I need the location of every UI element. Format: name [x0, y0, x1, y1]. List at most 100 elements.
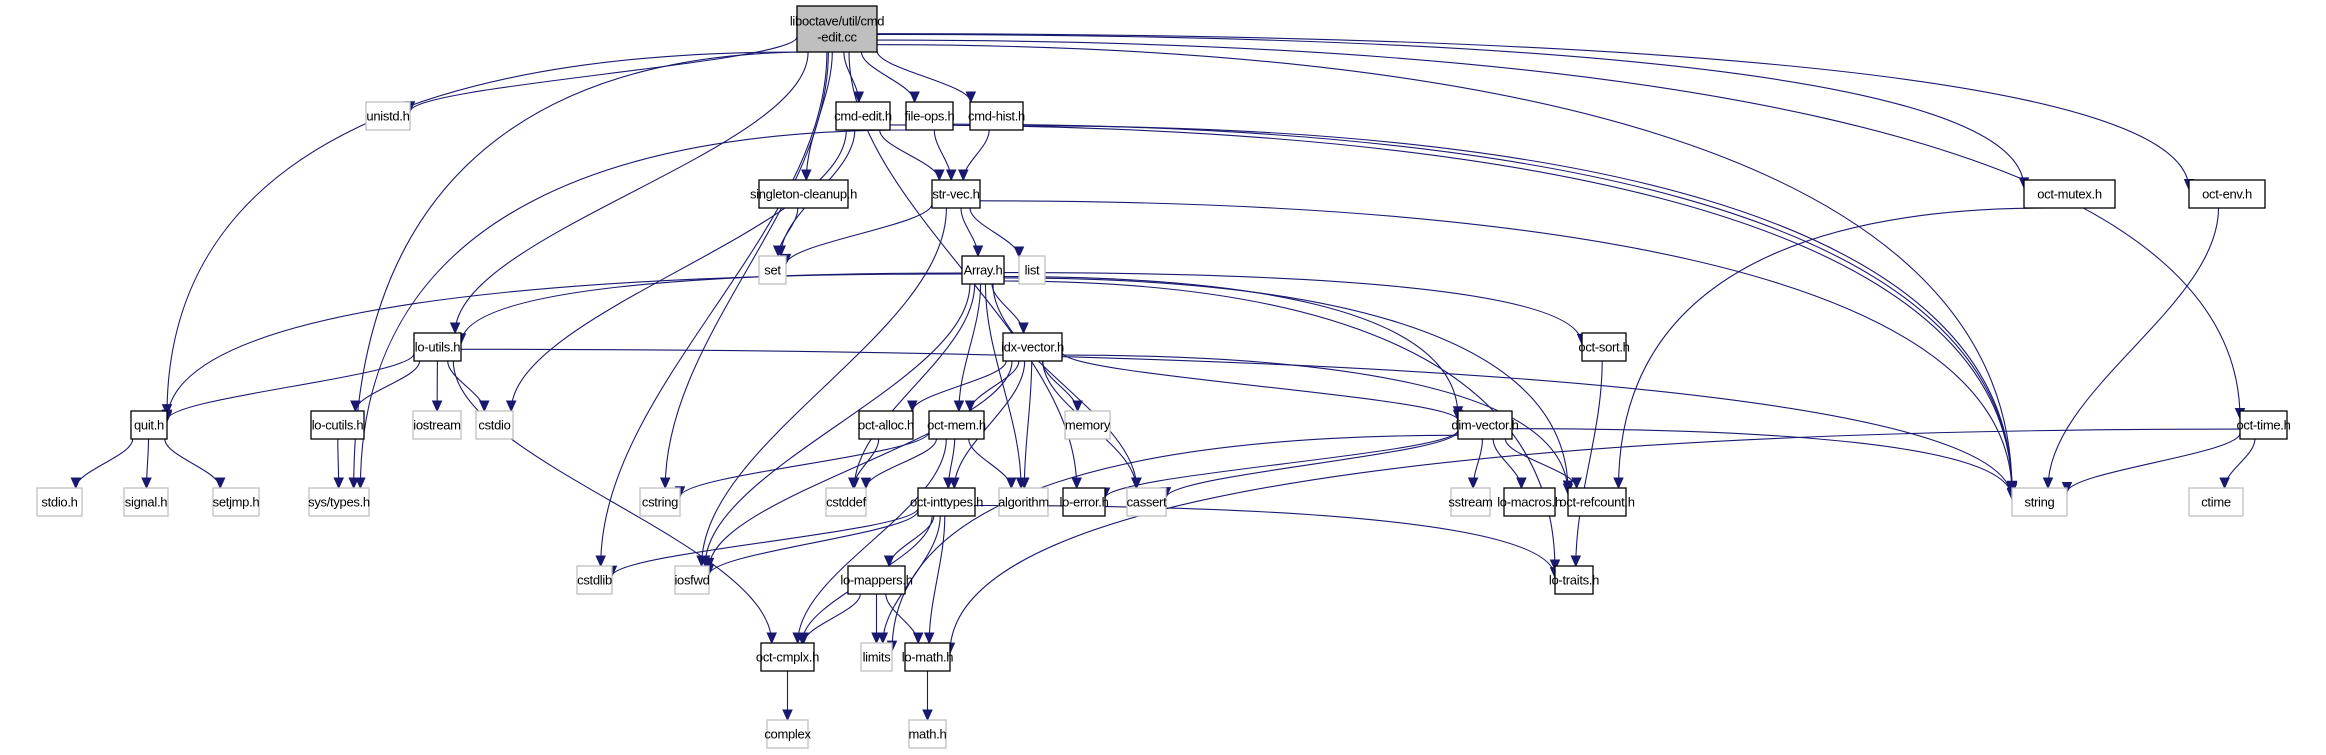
- edge-line: [876, 33, 2190, 190]
- node-quit[interactable]: quit.h: [130, 410, 168, 440]
- node-label: lo-traits.h: [1549, 573, 1599, 588]
- node-box[interactable]: [1002, 332, 1063, 362]
- arrowhead-icon: [945, 169, 957, 182]
- node-cmdedith[interactable]: cmd-edit.h: [834, 101, 892, 131]
- node-box[interactable]: [760, 642, 815, 672]
- node-label: oct-inttypes.h: [910, 495, 983, 510]
- node-box[interactable]: [2239, 410, 2288, 440]
- node-octalloc[interactable]: oct-alloc.h: [858, 410, 914, 440]
- node-strvec[interactable]: str-vec.h: [931, 179, 981, 209]
- edge-octmem-to-octcmplx: [792, 438, 947, 645]
- node-lomappers[interactable]: lo-mappers.h: [840, 565, 913, 595]
- node-box[interactable]: [931, 179, 981, 209]
- node-box: [1450, 487, 1491, 517]
- node-box[interactable]: [905, 101, 954, 131]
- node-label: -edit.cc: [817, 30, 857, 45]
- arrowhead-icon: [333, 477, 344, 490]
- node-label: memory: [1065, 418, 1111, 433]
- edge-line: [928, 515, 946, 644]
- node-box[interactable]: [413, 332, 462, 362]
- node-box[interactable]: [130, 410, 168, 440]
- node-box[interactable]: [1581, 332, 1627, 362]
- edge-line: [454, 51, 809, 334]
- edge-root-to-octenv: [876, 33, 2195, 191]
- edge-line: [164, 438, 221, 489]
- edge-loutils-to-octcmplx: [452, 360, 777, 645]
- edge-array-to-idxvector: [991, 283, 1029, 335]
- node-cmdhist[interactable]: cmd-hist.h: [968, 101, 1025, 131]
- node-label: set: [764, 263, 781, 278]
- node-box[interactable]: [858, 410, 914, 440]
- node-dimvector[interactable]: dim-vector.h: [1451, 410, 1519, 440]
- node-label: idx-vector.h: [1001, 340, 1064, 355]
- node-lotraits[interactable]: lo-traits.h: [1549, 565, 1599, 595]
- node-algorithm: algorithm: [998, 487, 1049, 517]
- node-label: oct-sort.h: [1578, 340, 1629, 355]
- node-octmutex[interactable]: oct-mutex.h: [2023, 179, 2116, 209]
- edge-loutils-to-cstdio: [447, 360, 490, 413]
- node-octinttypes[interactable]: oct-inttypes.h: [910, 487, 983, 517]
- node-octenv[interactable]: oct-env.h: [2188, 179, 2266, 209]
- arrowhead-icon: [1571, 477, 1582, 490]
- node-box[interactable]: [1457, 410, 1513, 440]
- node-sstream: sstream: [1448, 487, 1493, 517]
- arrowhead-icon: [922, 709, 933, 722]
- node-label: lo-error.h: [1059, 495, 1108, 510]
- node-octrefcount[interactable]: oct-refcount.h: [1559, 487, 1635, 517]
- node-box[interactable]: [1554, 565, 1594, 595]
- node-box[interactable]: [969, 101, 1024, 131]
- node-box[interactable]: [2188, 179, 2266, 209]
- edge-line: [853, 283, 976, 489]
- node-box[interactable]: [1503, 487, 1556, 517]
- edge-line: [1003, 272, 1583, 345]
- node-box[interactable]: [2023, 179, 2116, 209]
- node-box[interactable]: [1062, 487, 1106, 517]
- node-loerror[interactable]: lo-error.h: [1059, 487, 1109, 517]
- edge-line: [952, 123, 2013, 493]
- edge-line: [611, 508, 919, 577]
- node-octcmplx[interactable]: oct-cmplx.h: [756, 642, 819, 672]
- node-locutils[interactable]: lo-cutils.h: [310, 410, 365, 440]
- node-box: [1126, 487, 1167, 517]
- node-box[interactable]: [904, 642, 951, 672]
- node-octtime[interactable]: oct-time.h: [2236, 410, 2291, 440]
- arrowhead-icon: [772, 245, 784, 258]
- edge-line: [885, 593, 919, 644]
- node-octmem[interactable]: oct-mem.h: [927, 410, 986, 440]
- node-box[interactable]: [796, 5, 878, 53]
- node-box[interactable]: [961, 255, 1005, 285]
- node-label: liboctave/util/cmd: [790, 14, 884, 29]
- node-box[interactable]: [835, 101, 891, 131]
- edge-line: [510, 129, 847, 412]
- edge-line: [1003, 280, 1556, 571]
- arrowhead-icon: [1467, 477, 1479, 490]
- edge-loutils-to-quit: [161, 353, 415, 422]
- node-box[interactable]: [758, 179, 849, 209]
- node-box[interactable]: [928, 410, 985, 440]
- node-box[interactable]: [847, 565, 906, 595]
- edge-root-to-systypes: [348, 51, 813, 490]
- node-root[interactable]: liboctave/util/cmd-edit.cc: [790, 5, 885, 53]
- edge-cmdhist-to-strvec: [958, 129, 990, 182]
- node-box[interactable]: [917, 487, 976, 517]
- node-octsort[interactable]: oct-sort.h: [1578, 332, 1630, 362]
- edge-array-to-octmem: [953, 283, 982, 413]
- node-lomath[interactable]: lo-math.h: [902, 642, 954, 672]
- edge-octtime-to-ctime: [2219, 438, 2256, 490]
- edge-root-to-cstdlib: [595, 51, 828, 568]
- edge-line: [785, 203, 933, 265]
- node-idxvector[interactable]: idx-vector.h: [1001, 332, 1064, 362]
- edge-line: [797, 438, 947, 644]
- node-complex: complex: [764, 719, 812, 749]
- arrowhead-icon: [449, 322, 461, 335]
- node-lomacros[interactable]: lo-macros.h: [1497, 487, 1562, 517]
- edge-octinttypes-to-limits: [877, 515, 941, 645]
- node-box[interactable]: [1567, 487, 1627, 517]
- node-array[interactable]: Array.h: [961, 255, 1005, 285]
- node-loutils[interactable]: lo-utils.h: [413, 332, 462, 362]
- node-singleton[interactable]: singleton-cleanup.h: [750, 179, 857, 209]
- edge-octtime-to-lomath: [944, 428, 2241, 655]
- node-box[interactable]: [310, 410, 365, 440]
- node-fileops[interactable]: file-ops.h: [905, 101, 955, 131]
- node-label: cstring: [642, 495, 678, 510]
